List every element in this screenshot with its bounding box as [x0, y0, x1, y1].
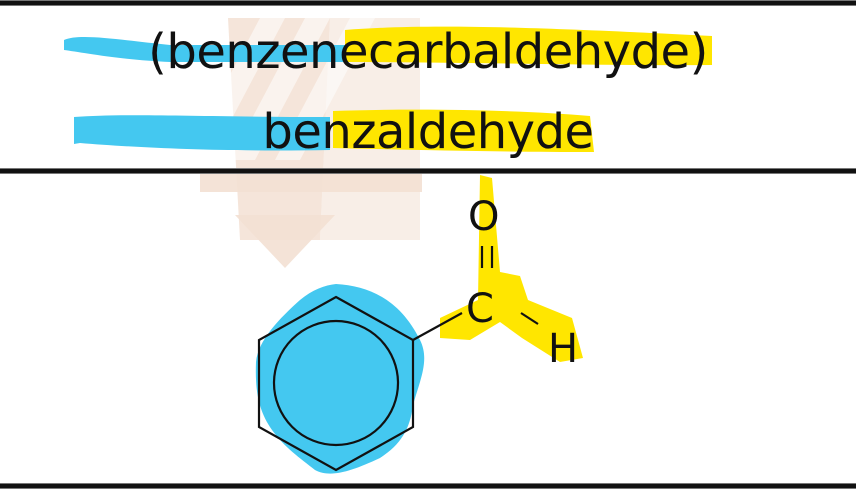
oxygen-atom-label: O: [468, 194, 499, 240]
table-border-bottom: [0, 484, 856, 488]
table-border-top: [0, 1, 856, 5]
bond-carbon-hydrogen: [520, 312, 539, 325]
bond-ring-carbonyl: [412, 312, 463, 341]
hydrogen-atom-label: H: [548, 326, 578, 372]
table-border-middle: [0, 169, 856, 173]
aromatic-circle: [272, 319, 400, 447]
carbon-atom-label: C: [466, 286, 494, 332]
